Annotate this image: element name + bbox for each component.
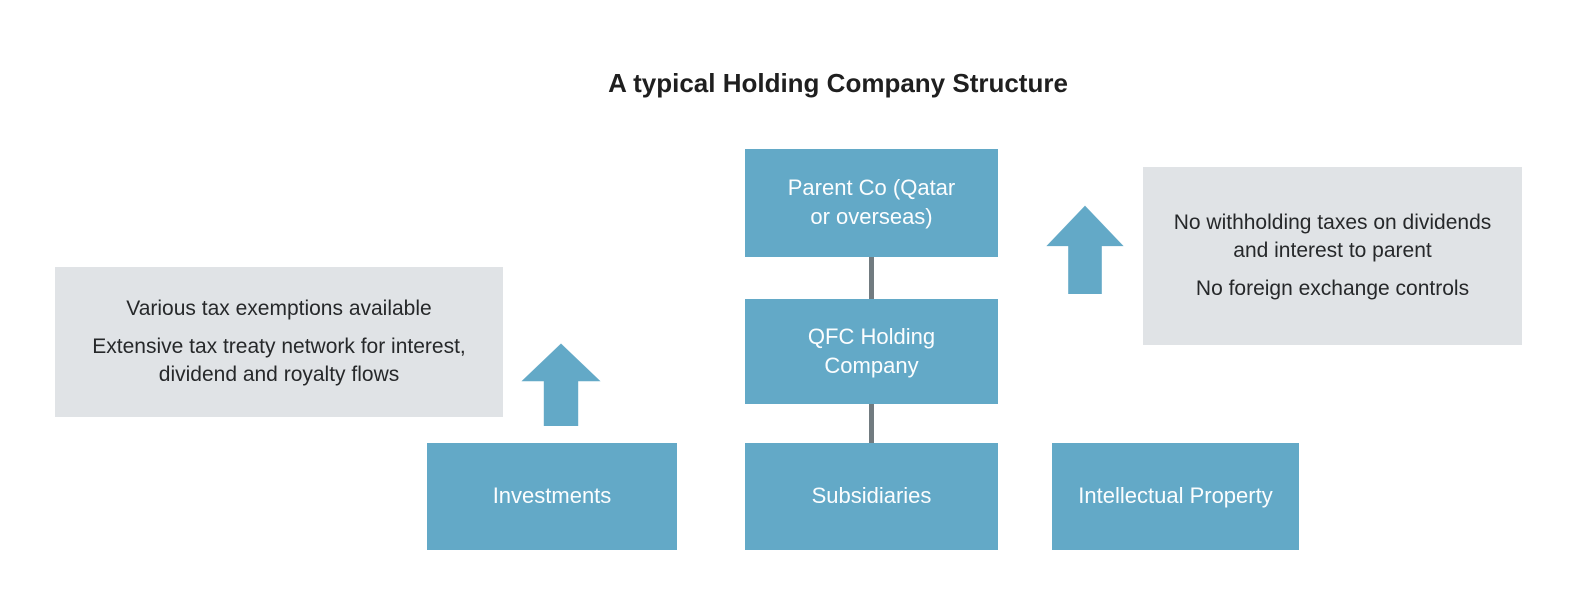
up-arrow-icon: [1043, 202, 1127, 294]
node-parent-co: Parent Co (Qatar or overseas): [745, 149, 998, 257]
callout-tax-benefits-line-2: Extensive tax treaty network for interes…: [92, 335, 466, 386]
connector-qfc-to-subsidiaries: [869, 404, 874, 443]
node-subsidiaries-label: Subsidiaries: [811, 483, 932, 509]
node-subsidiaries: Subsidiaries: [745, 443, 998, 550]
up-arrow-icon: [518, 340, 604, 426]
node-intellectual-property-label: Intellectual Property: [1078, 483, 1273, 509]
callout-tax-benefits-line-1: Various tax exemptions available: [126, 297, 432, 321]
callout-withholding-benefits-line-1: No withholding taxes on dividends and in…: [1173, 211, 1492, 263]
callout-withholding-benefits: No withholding taxes on dividends and in…: [1143, 167, 1522, 345]
callout-withholding-benefits-line-2: No foreign exchange controls: [1195, 276, 1470, 300]
node-investments-label: Investments: [492, 483, 612, 509]
page-title: A typical Holding Company Structure: [608, 68, 1068, 98]
connector-parent-to-qfc: [869, 257, 874, 299]
callout-tax-benefits: Various tax exemptions available Extensi…: [55, 267, 503, 417]
node-intellectual-property: Intellectual Property: [1052, 443, 1299, 550]
node-parent-co-label: Parent Co (Qatar or overseas): [787, 175, 956, 229]
node-qfc-holding-company-label: QFC Holding Company: [807, 323, 936, 378]
node-qfc-holding-company: QFC Holding Company: [745, 299, 998, 404]
node-investments: Investments: [427, 443, 677, 550]
